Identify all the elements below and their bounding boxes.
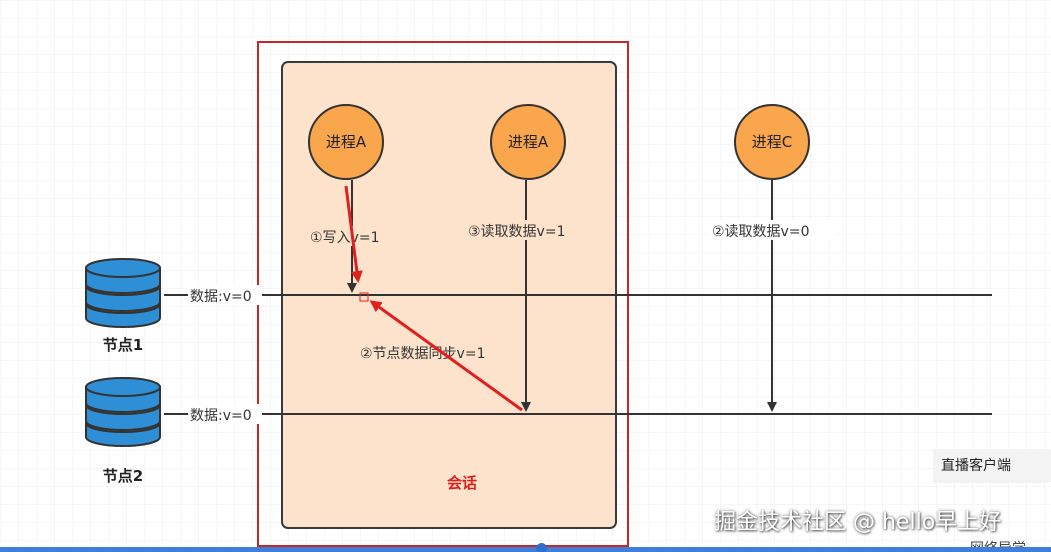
progress-handle[interactable]: [536, 543, 547, 552]
sync-label-bg: [358, 342, 518, 362]
read-c-label-bg: [710, 220, 834, 240]
live-client-label[interactable]: 直播客户端: [933, 449, 1051, 483]
node1-data-label-bg: [188, 285, 262, 305]
node1-database-icon: [85, 258, 161, 328]
node1-label: 节点1: [103, 336, 143, 354]
write-step-label: ①写入v=1: [310, 230, 379, 246]
process-a-left-label: 进程A: [326, 133, 367, 151]
read-c-step-label: ②读取数据v=0: [712, 223, 809, 240]
process-a-right-label: 进程A: [508, 133, 549, 151]
cut-off-caption: 网络导学: [970, 538, 1026, 552]
node2-data-label: 数据:v=0: [190, 408, 252, 424]
node2-data-label-bg: [188, 404, 262, 424]
session-label: 会话: [447, 474, 477, 492]
process-a-left-circle: [308, 104, 384, 180]
red-sync-marker: [359, 292, 369, 302]
read-a-step-label: ③读取数据v=1: [468, 223, 565, 240]
process-a-right-circle: [490, 104, 566, 180]
sync-step-label: ②节点数据同步v=1: [360, 346, 485, 362]
node1-data-label: 数据:v=0: [190, 289, 252, 305]
progress-bar[interactable]: [0, 547, 1051, 552]
process-c-label: 进程C: [752, 133, 792, 151]
node2-label: 节点2: [103, 467, 143, 485]
read-a-label-bg: [466, 220, 590, 240]
red-write-arrow: [344, 185, 363, 283]
watermark-text: 掘金技术社区 @ hello早上好: [714, 510, 1002, 535]
red-sync-arrow: [369, 300, 523, 412]
node2-database-icon: [85, 377, 161, 447]
process-c-circle: [734, 104, 810, 180]
